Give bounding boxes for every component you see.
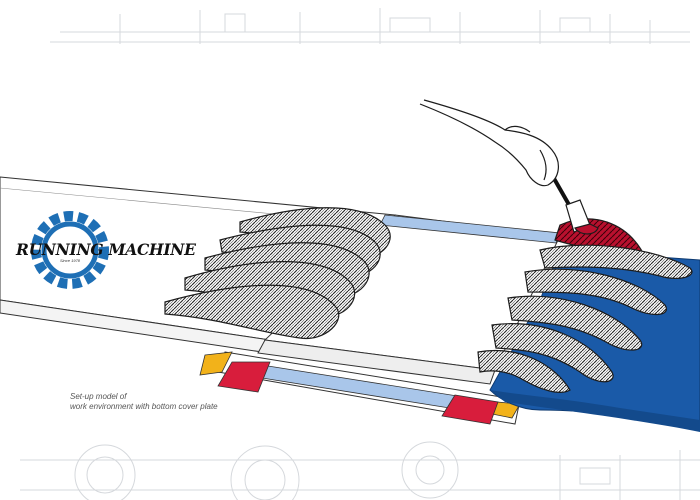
left-steel-cords bbox=[164, 207, 391, 340]
logo-since: Since 1978 bbox=[60, 258, 81, 263]
support-board bbox=[199, 351, 521, 425]
right-steel-cords bbox=[477, 218, 693, 393]
blueprint-bottom bbox=[20, 441, 700, 500]
figure-caption: Set-up model of work environment with bo… bbox=[70, 392, 218, 412]
gloved-hand-with-brush bbox=[419, 99, 599, 235]
caption-line-1: Set-up model of bbox=[70, 392, 127, 401]
logo-name: RUNNING MACHINE bbox=[16, 240, 196, 259]
cover-plate bbox=[257, 214, 561, 385]
blueprint-top bbox=[50, 8, 690, 44]
logo-gear-icon bbox=[31, 211, 109, 289]
caption-line-2: work environment with bottom cover plate bbox=[70, 402, 218, 411]
